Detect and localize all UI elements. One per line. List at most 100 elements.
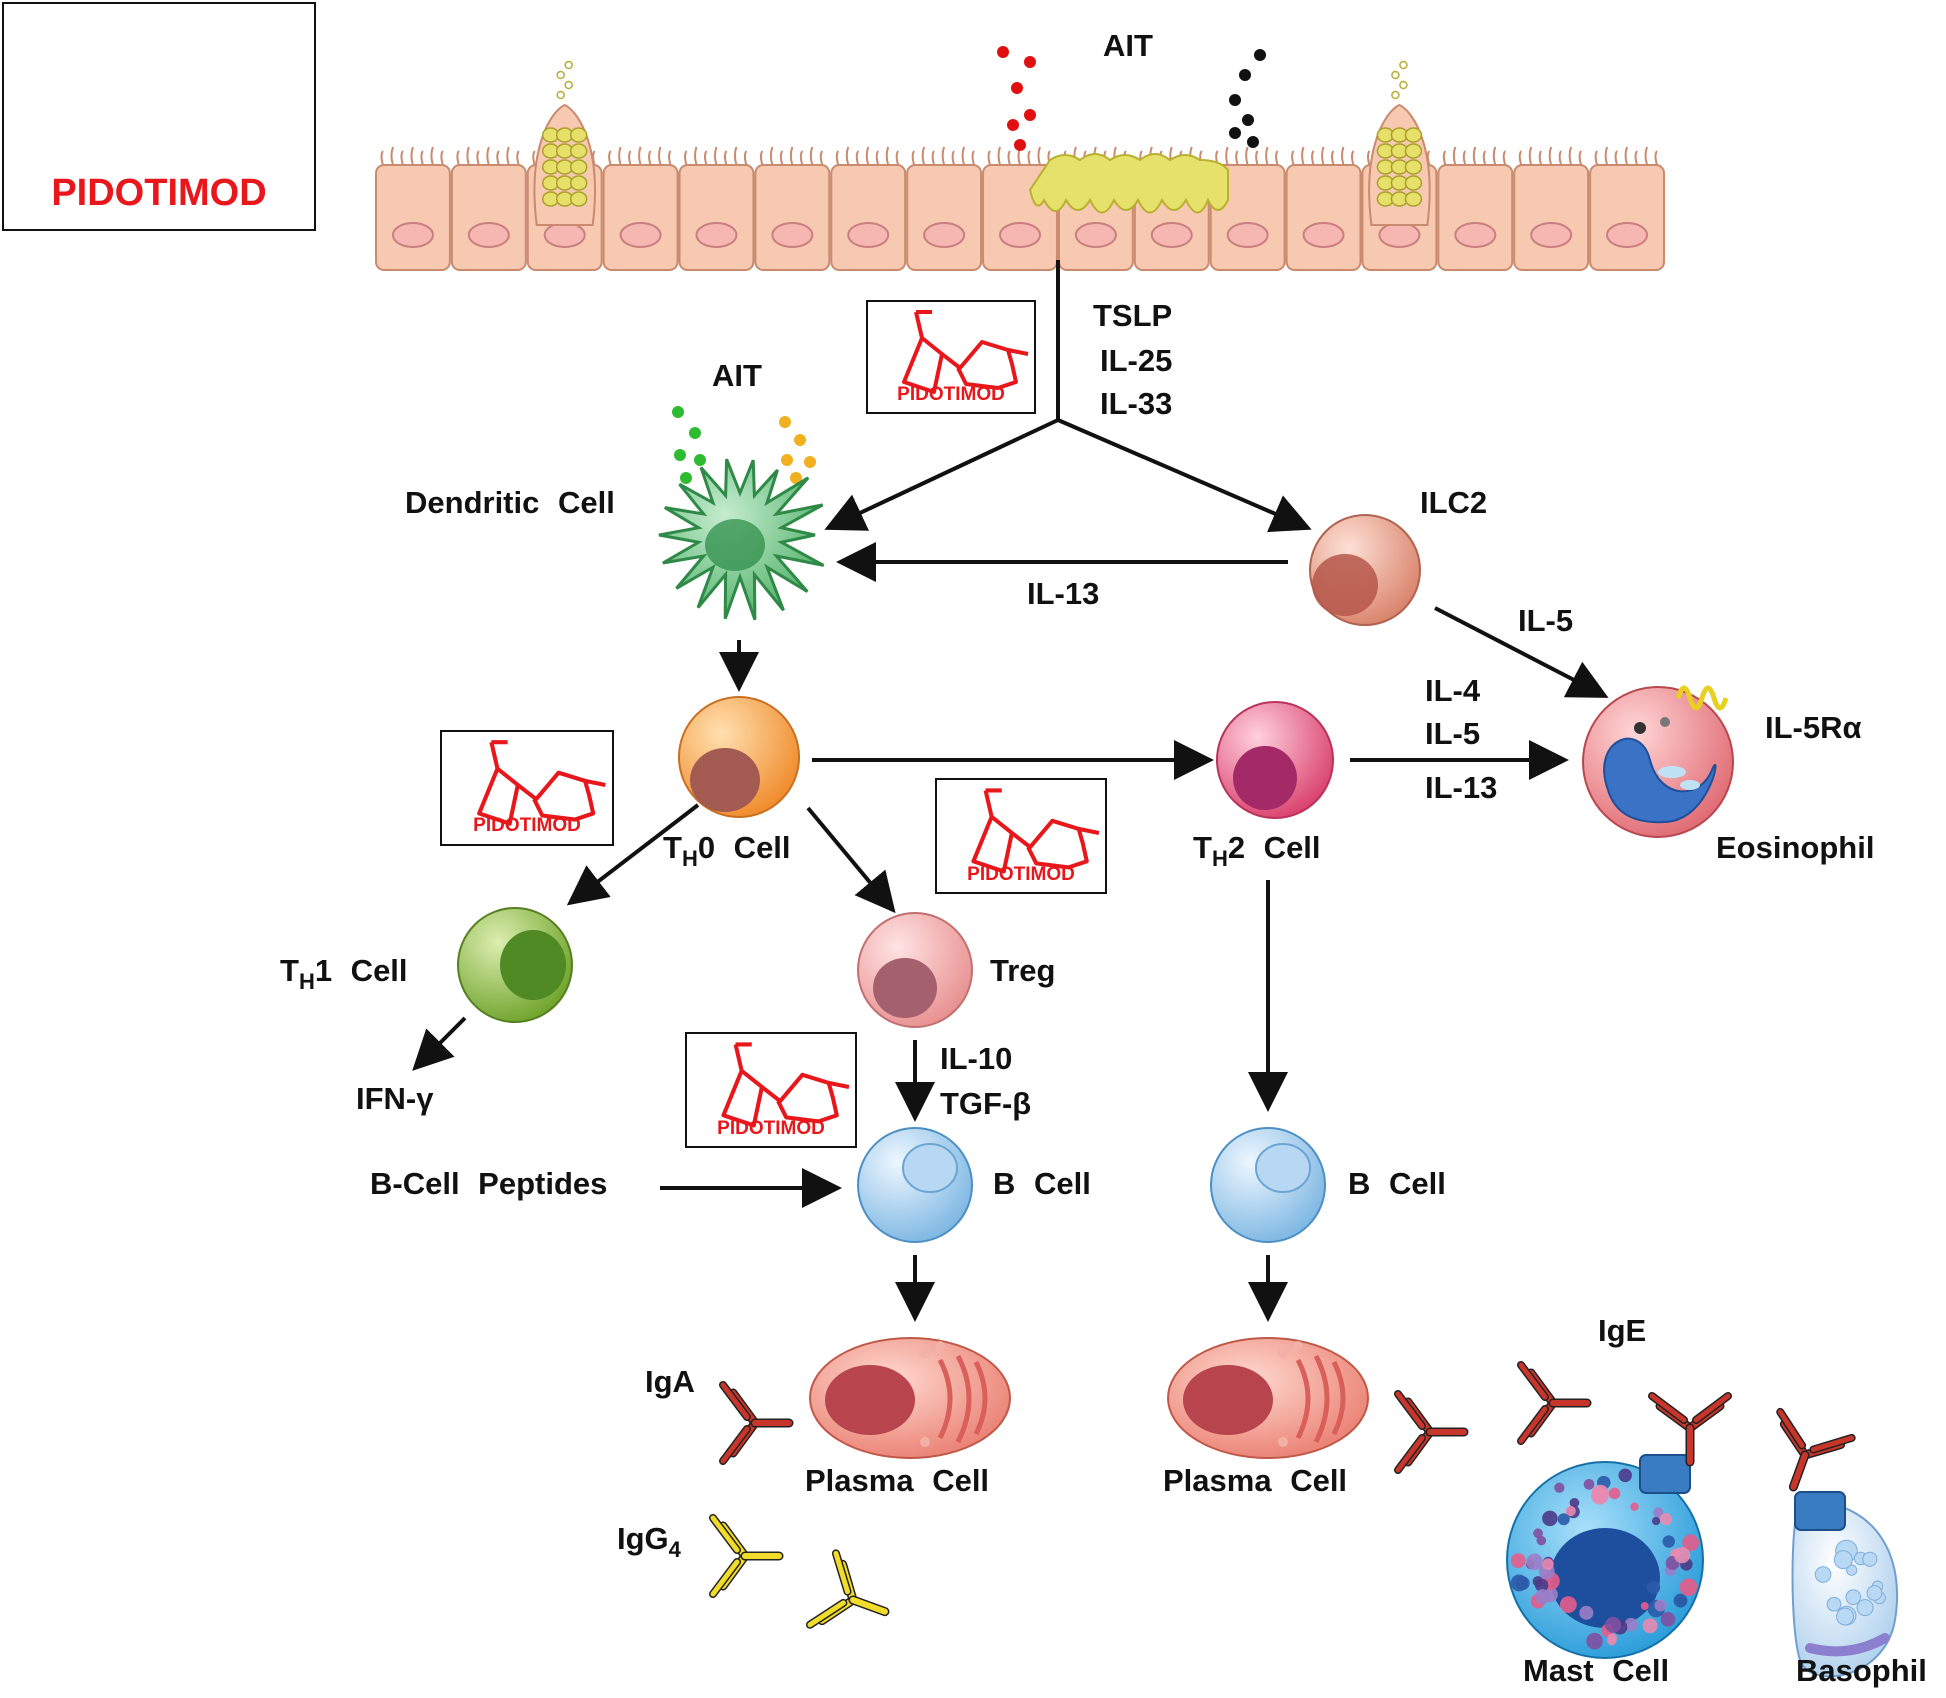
b-cell-peptides-label: B-Cell Peptides <box>370 1166 608 1201</box>
th1-suffix: 1 Cell <box>314 953 408 988</box>
pidotimod-box-bcell: PIDOTIMOD <box>685 1032 857 1148</box>
eosinophil-cell <box>1582 685 1734 838</box>
ige-antibody <box>1517 1361 1592 1445</box>
il5ra-label: IL-5Rα <box>1765 710 1862 745</box>
basophil-label: Basophil <box>1796 1653 1927 1688</box>
b-cell-left-label: B Cell <box>993 1166 1091 1201</box>
th1-cell <box>457 907 573 1023</box>
th2-il13-label: IL-13 <box>1425 770 1498 805</box>
treg-label: Treg <box>990 953 1056 988</box>
airway-epithelium <box>375 60 1666 271</box>
th2-il5-label: IL-5 <box>1425 716 1481 751</box>
mucus-patch <box>1028 153 1229 214</box>
epithelial-cell <box>1513 146 1590 271</box>
b-cell-left <box>857 1127 973 1243</box>
pidotimod-legend-label: PIDOTIMOD <box>51 172 267 214</box>
th0-cell <box>678 696 800 818</box>
ige-antibody <box>1776 1407 1856 1492</box>
goblet-cell <box>526 60 603 271</box>
ilc2-label: ILC2 <box>1420 485 1488 520</box>
epithelial-cell <box>906 146 983 271</box>
th0-suffix: 0 Cell <box>697 830 791 865</box>
plasma-cell-left-label: Plasma Cell <box>805 1463 990 1498</box>
antibody-glyphs <box>709 1361 1856 1629</box>
tgfb-label: TGF-β <box>940 1086 1032 1121</box>
mast-cell-label: Mast Cell <box>1523 1653 1670 1688</box>
igg4-label: IgG4 <box>617 1521 681 1561</box>
epithelial-cell <box>830 146 907 271</box>
epithelial-cell <box>602 146 679 271</box>
igg4-prefix: IgG <box>617 1521 669 1556</box>
epithelial-cell <box>450 146 527 271</box>
pidotimod-molecule-icon <box>721 1042 850 1128</box>
ait-particles-green <box>672 406 706 484</box>
cytokine-il25: IL-25 <box>1100 343 1173 378</box>
cytokine-il33: IL-33 <box>1100 386 1173 421</box>
iga-label: IgA <box>645 1364 695 1399</box>
pidotimod-molecule-icon <box>902 310 1029 394</box>
ait-particles-red <box>997 46 1036 151</box>
il10-label: IL-10 <box>940 1041 1013 1076</box>
ait-particles-yellow <box>779 416 816 484</box>
ige-antibody <box>1394 1390 1469 1474</box>
treg-cell <box>857 912 973 1028</box>
ait-label-dendritic: AIT <box>712 358 762 393</box>
epithelial-cell <box>1285 146 1362 271</box>
plasma-cell-right-label: Plasma Cell <box>1163 1463 1348 1498</box>
goblet-cell <box>1361 60 1438 271</box>
mast-cell <box>1506 1454 1704 1659</box>
pidotimod-box-label: PIDOTIMOD <box>967 864 1075 885</box>
epithelial-cell <box>754 146 831 271</box>
th2-cell-label: TH2 Cell <box>1193 830 1321 870</box>
igg4-antibody <box>709 1514 784 1598</box>
cytokine-tslp: TSLP <box>1093 298 1173 333</box>
ait-label-epithelium: AIT <box>1103 28 1153 63</box>
th2-prefix: T <box>1193 830 1212 865</box>
basophil-cell <box>1791 1491 1899 1678</box>
pathway-arrows <box>412 260 1609 1322</box>
pidotimod-box-label: PIDOTIMOD <box>717 1118 825 1139</box>
ige-label: IgE <box>1598 1313 1647 1348</box>
th2-cell <box>1216 701 1334 819</box>
th1-prefix: T <box>280 953 299 988</box>
pidotimod-box-treg: PIDOTIMOD <box>935 778 1107 894</box>
dendritic-cell-label: Dendritic Cell <box>405 485 615 520</box>
b-cell-right-label: B Cell <box>1348 1166 1446 1201</box>
iga-antibody <box>719 1381 794 1465</box>
epithelial-cell <box>1437 146 1514 271</box>
th0-cell-label: TH0 Cell <box>663 830 791 870</box>
pidotimod-legend-box: PIDOTIMOD <box>2 2 316 231</box>
igg4-antibody <box>805 1549 890 1629</box>
il5-ilc2-label: IL-5 <box>1518 603 1574 638</box>
ige-antibody <box>1648 1392 1732 1467</box>
pidotimod-molecule-icon <box>477 740 606 826</box>
igg4-sub: 4 <box>668 1537 681 1562</box>
il13-dc-label: IL-13 <box>1027 576 1100 611</box>
epithelial-cell <box>678 146 755 271</box>
th2-il4-label: IL-4 <box>1425 673 1481 708</box>
pidotimod-box-epithelium: PIDOTIMOD <box>866 300 1036 414</box>
epithelial-cell <box>1589 146 1666 271</box>
epithelial-cell <box>375 146 451 271</box>
epithelial-cell <box>1209 146 1286 271</box>
b-cell-right <box>1210 1127 1326 1243</box>
th2-sub: H <box>1211 846 1228 871</box>
dendritic-cell <box>658 458 825 621</box>
pidotimod-molecule-icon <box>971 788 1100 874</box>
pidotimod-box-label: PIDOTIMOD <box>473 815 581 836</box>
th0-prefix: T <box>663 830 682 865</box>
pidotimod-box-label: PIDOTIMOD <box>897 384 1005 405</box>
pidotimod-box-th0: PIDOTIMOD <box>440 730 614 846</box>
th2-suffix: 2 Cell <box>1227 830 1321 865</box>
plasma-cell-right <box>1167 1337 1369 1459</box>
th0-sub: H <box>681 846 698 871</box>
th1-cell-label: TH1 Cell <box>280 953 408 993</box>
ilc2-cell <box>1309 514 1421 626</box>
plasma-cell-left <box>809 1337 1011 1459</box>
ifn-gamma-label: IFN-γ <box>356 1081 434 1116</box>
eosinophil-label: Eosinophil <box>1716 830 1875 865</box>
ait-particles-black <box>1229 49 1266 148</box>
th1-sub: H <box>298 969 315 994</box>
